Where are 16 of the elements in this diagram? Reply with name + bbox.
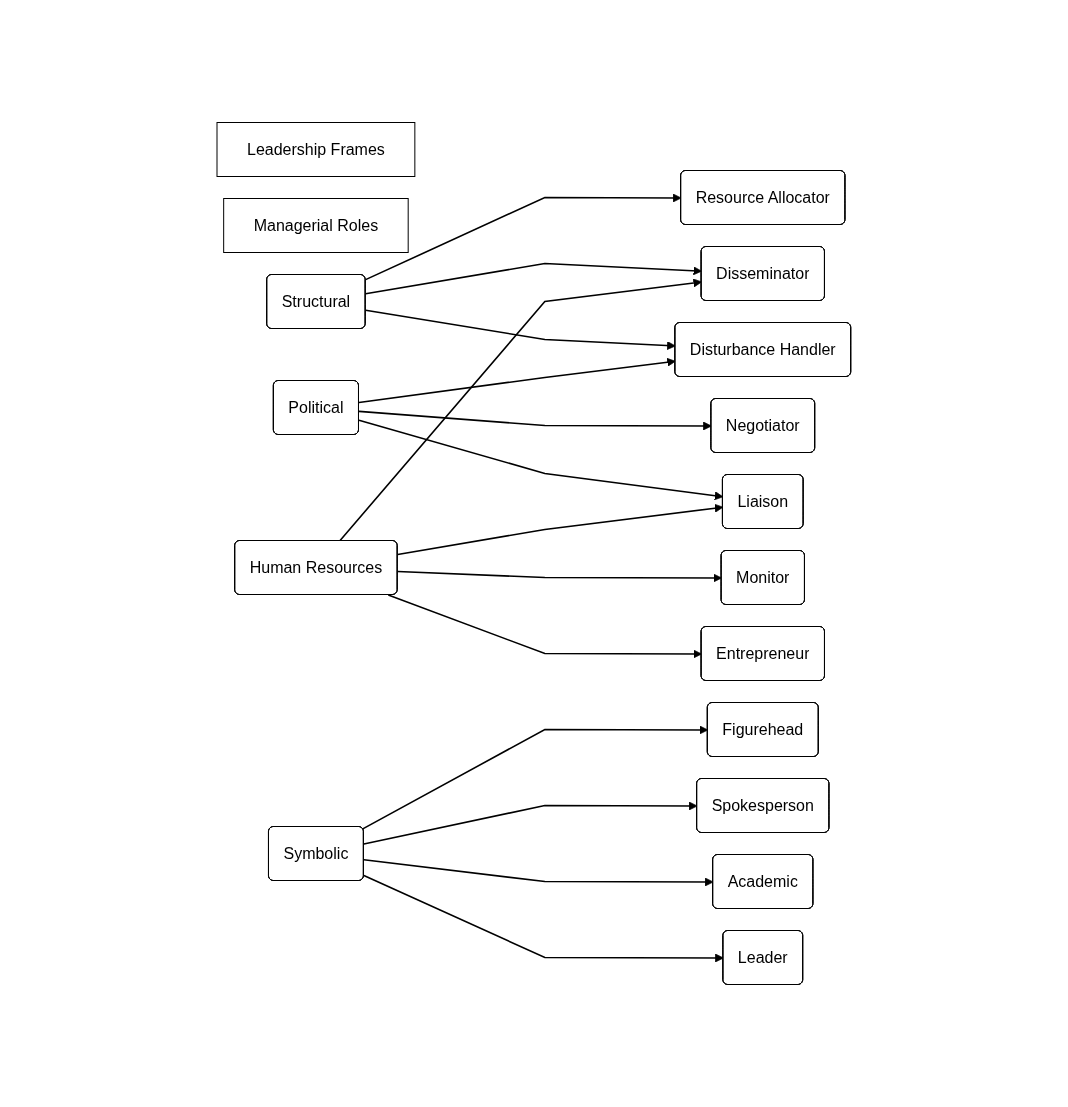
- arrow: [397, 570, 723, 583]
- arrow: [362, 725, 709, 830]
- arrow: [358, 419, 724, 501]
- arrow: [339, 278, 703, 542]
- arrow: [358, 357, 676, 404]
- arrow: [364, 193, 682, 281]
- arrow: [363, 801, 698, 845]
- arrow: [387, 594, 703, 659]
- arrow: [363, 874, 724, 963]
- arrow: [365, 309, 676, 350]
- arrow: [358, 410, 712, 431]
- node-box: Leadership Frames: [216, 122, 416, 177]
- arrow: [397, 503, 724, 556]
- node-box: Managerial Roles: [223, 198, 409, 253]
- arrow: [365, 262, 703, 295]
- arrow: [363, 859, 714, 887]
